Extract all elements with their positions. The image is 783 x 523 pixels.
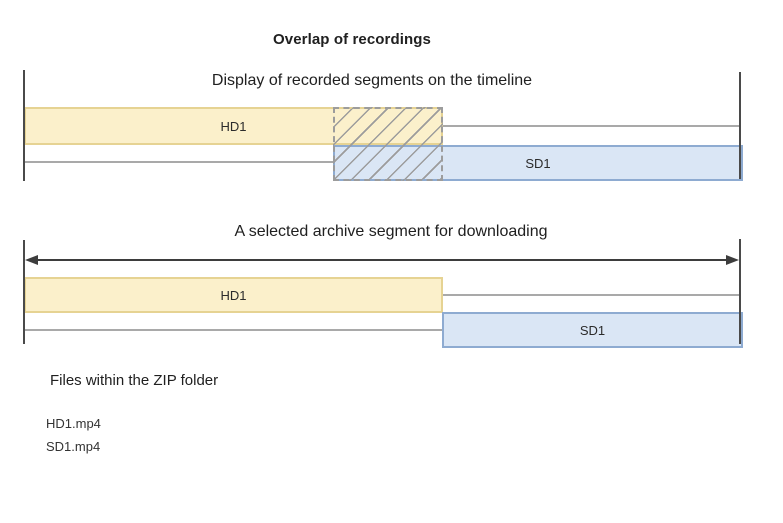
- timeline2-sd1-segment-bar: SD1: [442, 312, 743, 348]
- timeline1-end-boundary-line: [739, 72, 741, 179]
- timeline1-start-boundary-line: [23, 70, 25, 181]
- timeline2-end-boundary-line: [739, 239, 741, 344]
- timeline-section-title: Display of recorded segments on the time…: [211, 72, 533, 89]
- timeline2-hd1-segment-bar: HD1: [24, 277, 443, 313]
- timeline1-sd-track-line: [24, 161, 334, 163]
- selection-range-arrow-line: [30, 259, 734, 261]
- timeline1-hd1-label: HD1: [220, 118, 247, 134]
- arrow-left-head-icon: [25, 255, 38, 265]
- timeline1-hd-track-line: [443, 125, 740, 127]
- timeline1-sd1-label: SD1: [525, 155, 551, 171]
- timeline2-sd1-label: SD1: [579, 322, 606, 338]
- zip-files-title: Files within the ZIP folder: [50, 372, 219, 389]
- arrow-right-head-icon: [726, 255, 739, 265]
- timeline2-start-boundary-line: [23, 240, 25, 344]
- overlap-hatched-region: [333, 107, 443, 181]
- timeline2-hd-track-line: [443, 294, 740, 296]
- zip-file-item: SD1.mp4: [46, 439, 101, 454]
- page-title: Overlap of recordings: [273, 31, 431, 48]
- timeline2-sd-track-line: [24, 329, 444, 331]
- zip-file-item: HD1.mp4: [46, 416, 101, 431]
- download-section-title: A selected archive segment for downloadi…: [234, 223, 548, 240]
- timeline2-hd1-label: HD1: [220, 287, 247, 303]
